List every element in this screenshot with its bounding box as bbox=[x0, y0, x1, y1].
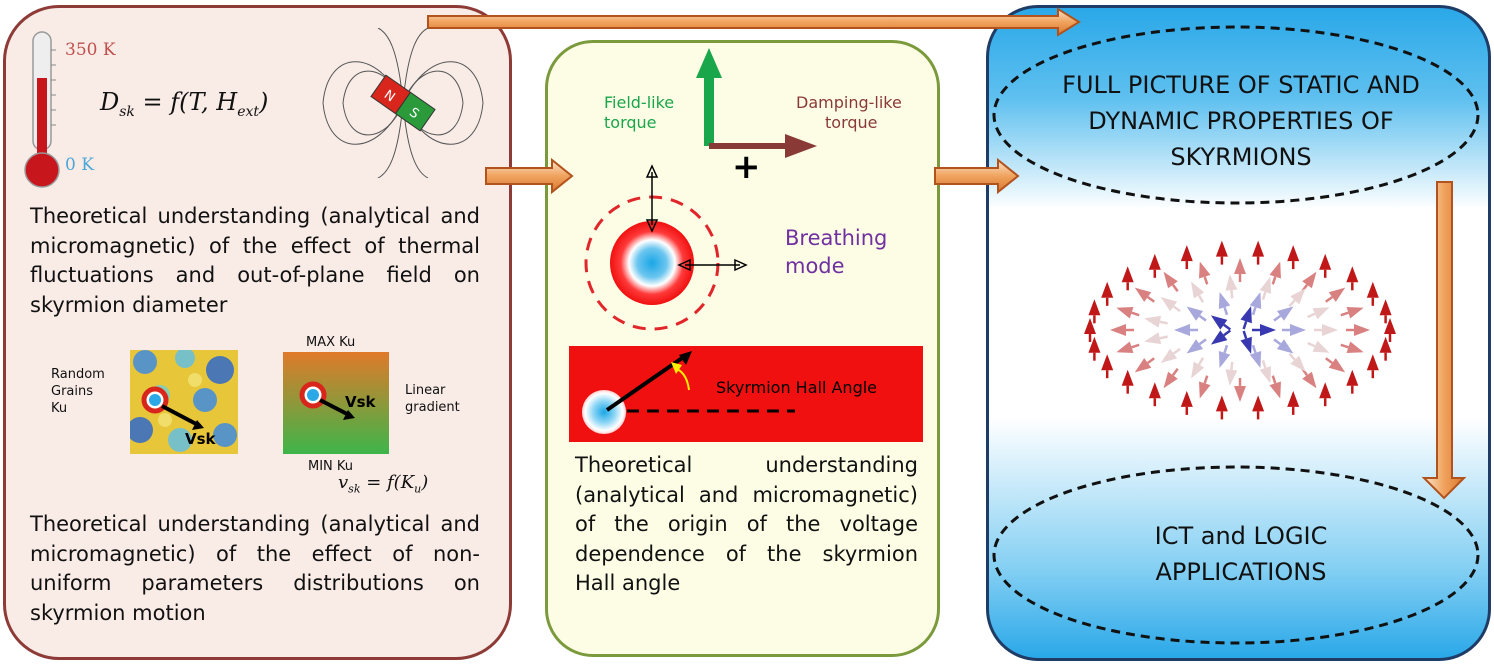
skyrmion-spin-texture bbox=[1084, 240, 1396, 420]
middle-diagram bbox=[569, 48, 923, 442]
bottom-ellipse-text: ICT and LOGIC APPLICATIONS bbox=[996, 518, 1486, 590]
field-like-word1: Field- bbox=[604, 93, 647, 112]
bottom-ellipse-line2: APPLICATIONS bbox=[1155, 558, 1327, 586]
left-text-2: Theoretical understanding (analytical an… bbox=[30, 512, 480, 625]
arrow-mid-right bbox=[934, 157, 1020, 195]
damping-torque-arrow bbox=[709, 143, 787, 149]
breathing-mode-label: Breathing mode bbox=[785, 224, 887, 280]
top-ellipse-line3: SKYRMIONS bbox=[1170, 143, 1312, 171]
gradient-image: Vsk bbox=[283, 352, 389, 454]
gradient-side-label: Linear gradient bbox=[405, 382, 460, 416]
gradient-bottom-label: MIN Ku bbox=[308, 459, 354, 474]
magnet-icon: N S bbox=[322, 28, 484, 178]
gradient-velocity-label: Vsk bbox=[345, 393, 377, 411]
field-like-word2: like bbox=[646, 93, 675, 112]
grains-label: Random Grains Ku bbox=[51, 366, 121, 417]
thermometer-icon bbox=[24, 31, 60, 188]
grains-label-line3: Ku bbox=[51, 401, 68, 416]
middle-text: Theoretical understanding (analytical an… bbox=[575, 453, 918, 595]
right-panel bbox=[986, 5, 1491, 661]
breathing-line2: mode bbox=[785, 254, 845, 278]
velocity-equation: vsk = f(Ku) bbox=[338, 472, 429, 496]
field-like-word3: torque bbox=[604, 113, 657, 132]
grains-label-line1: Random bbox=[51, 367, 105, 382]
left-text-1: Theoretical understanding (analytical an… bbox=[30, 204, 480, 317]
damping-like-label: Damping-like torque bbox=[796, 93, 902, 133]
thermo-high-label: 350 K bbox=[65, 40, 116, 60]
skyrmion-breathing bbox=[610, 221, 694, 305]
arrow-left-mid bbox=[485, 157, 574, 195]
grains-label-line2: Grains bbox=[51, 384, 94, 399]
bottom-ellipse-line1: ICT and LOGIC bbox=[1154, 522, 1328, 550]
hall-angle-label: Skyrmion Hall Angle bbox=[716, 378, 878, 397]
arrow-down bbox=[1421, 181, 1467, 500]
gradient-top-label: MAX Ku bbox=[306, 335, 356, 350]
top-ellipse-line1: FULL PICTURE OF STATIC AND bbox=[1062, 71, 1420, 99]
damping-like-line1: Damping-like bbox=[796, 93, 902, 112]
grains-velocity-label: Vsk bbox=[185, 430, 217, 448]
damping-like-line2: torque bbox=[825, 113, 878, 132]
field-torque-arrow bbox=[704, 74, 714, 146]
gradient-side-line1: Linear bbox=[405, 383, 446, 398]
breathing-line1: Breathing bbox=[785, 226, 888, 250]
arrow-top bbox=[427, 7, 1081, 37]
top-ellipse-text: FULL PICTURE OF STATIC AND DYNAMIC PROPE… bbox=[996, 67, 1486, 175]
random-grains-image: Vsk bbox=[130, 350, 238, 454]
diameter-equation: Dsk = f(T, Hext) bbox=[100, 88, 269, 120]
right-ellipses bbox=[992, 25, 1480, 645]
gradient-side-line2: gradient bbox=[405, 400, 460, 415]
field-like-label: Field-like torque bbox=[604, 93, 674, 133]
top-ellipse-line2: DYNAMIC PROPERTIES OF bbox=[1088, 107, 1394, 135]
plus-sign: + bbox=[732, 147, 761, 187]
thermo-low-label: 0 K bbox=[65, 155, 94, 175]
